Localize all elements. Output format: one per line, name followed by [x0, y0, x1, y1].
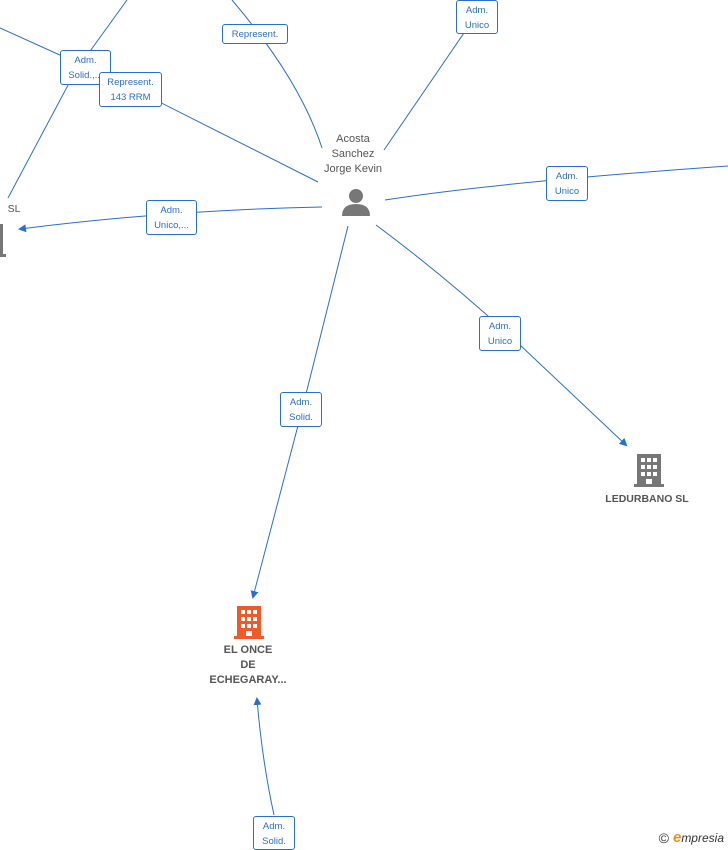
- relation-adm-unico-right[interactable]: Adm. Unico: [546, 166, 588, 201]
- company-partial-sl-label[interactable]: SL: [7, 203, 21, 215]
- brand-watermark: © empresia: [659, 829, 724, 846]
- edge-represent-top: [231, 0, 323, 149]
- building-icon[interactable]: [0, 222, 6, 258]
- relation-adm-solid-top[interactable]: Adm. Solid.,...: [60, 50, 111, 85]
- relation-line: Solid.: [289, 412, 313, 423]
- relation-represent-143[interactable]: Represent. 143 RRM: [99, 72, 162, 107]
- relation-line: Adm.: [74, 55, 97, 66]
- company-ledurbano-label[interactable]: LEDURBANO SL: [605, 493, 689, 505]
- company-el-once-line2: DE: [240, 659, 256, 671]
- brand-initial: e: [672, 829, 682, 846]
- relation-line: Adm.: [262, 821, 286, 832]
- person-name-line1: Acosta: [336, 133, 370, 145]
- relation-line: Unico: [487, 336, 513, 347]
- relation-line: Unico,...: [154, 220, 189, 231]
- relation-line: Adm.: [465, 5, 489, 16]
- relation-adm-unico-left[interactable]: Adm. Unico,...: [146, 200, 197, 235]
- company-el-once-label[interactable]: EL ONCE DE ECHEGARAY...: [188, 643, 308, 688]
- company-el-once-line3: ECHEGARAY...: [209, 674, 287, 686]
- edge-bottom-to-el-once: [253, 697, 275, 816]
- edge-adm-unico-top: [383, 29, 467, 151]
- copyright-symbol: ©: [658, 829, 669, 846]
- relation-line: Adm.: [488, 321, 512, 332]
- relation-line: Solid.: [262, 836, 286, 847]
- person-name-line3: Jorge Kevin: [323, 163, 383, 175]
- relation-line: Unico: [464, 20, 490, 31]
- building-icon[interactable]: [634, 452, 664, 488]
- relation-line: Adm.: [555, 171, 579, 182]
- relation-line: Adm.: [160, 205, 183, 216]
- person-name[interactable]: Acosta Sanchez Jorge Kevin: [303, 132, 403, 177]
- company-el-once-line1: EL ONCE: [223, 644, 273, 656]
- person-icon[interactable]: [340, 186, 372, 218]
- relation-adm-solid-bottom[interactable]: Adm. Solid.: [253, 816, 295, 850]
- brand-rest: mpresia: [681, 831, 724, 845]
- relation-adm-unico-top[interactable]: Adm. Unico: [456, 0, 498, 34]
- relation-line: Represent.: [107, 77, 154, 88]
- relation-line: Adm.: [289, 397, 313, 408]
- relation-adm-solid-el-once[interactable]: Adm. Solid.: [280, 392, 322, 427]
- relation-line: 143 RRM: [110, 92, 151, 103]
- building-icon[interactable]: [234, 604, 264, 640]
- relation-adm-unico-ledurbano[interactable]: Adm. Unico: [479, 316, 521, 351]
- relation-line: Unico: [554, 186, 580, 197]
- edge-adm-unico-right: [384, 165, 728, 201]
- relation-represent-top[interactable]: Represent.: [222, 24, 288, 44]
- brand-name: empresia: [673, 829, 724, 846]
- relation-line: Represent.: [231, 29, 279, 40]
- relation-line: Solid.,...: [68, 70, 103, 81]
- person-name-line2: Sanchez: [331, 148, 375, 160]
